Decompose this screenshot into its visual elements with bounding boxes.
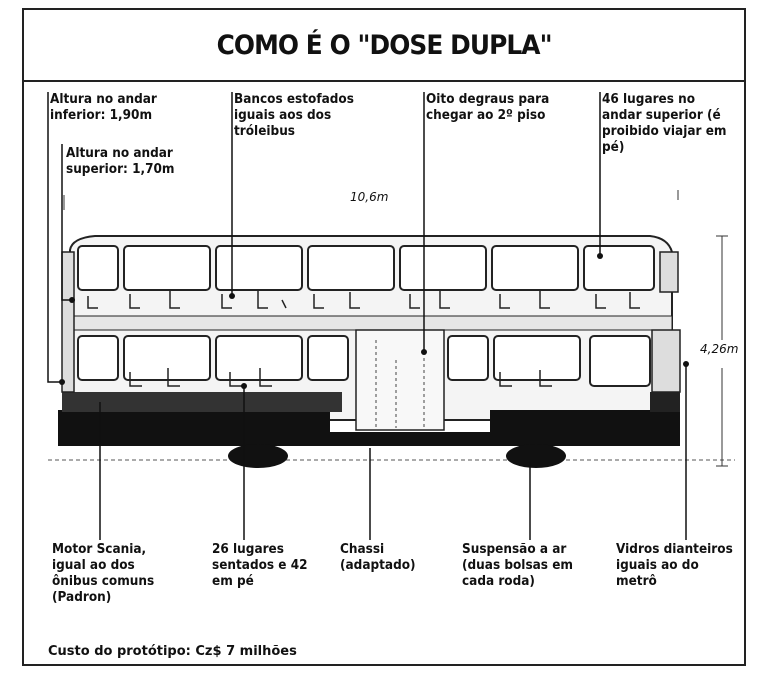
lower-seats xyxy=(129,368,552,387)
wheels xyxy=(228,444,566,468)
label-motor: Motor Scania, igual ao dos ônibus comuns… xyxy=(52,542,155,605)
upper-seats xyxy=(87,290,640,309)
diagram-title: COMO É O "DOSE DUPLA" xyxy=(216,29,552,61)
label-altura-superior: Altura no andar superior: 1,70m xyxy=(66,146,175,177)
label-bancos: Bancos estofados iguais aos dos tróleibu… xyxy=(234,92,354,139)
label-suspensao: Suspensão a ar (duas bolsas em cada roda… xyxy=(462,542,574,589)
entry-door xyxy=(355,329,445,431)
upper-windows xyxy=(77,245,655,291)
diagram-frame: COMO É O "DOSE DUPLA" xyxy=(22,8,746,666)
lower-windows xyxy=(77,335,651,387)
label-chassi: Chassi (adaptado) xyxy=(340,542,416,573)
dimension-lines xyxy=(63,190,728,467)
label-altura-inferior: Altura no andar inferior: 1,90m xyxy=(50,92,157,123)
label-lugares-superior: 46 lugares no andar superior (é proibido… xyxy=(602,92,727,155)
height-dimension: 4,26m xyxy=(700,342,739,356)
label-lugares-inferior: 26 lugares sentados e 42 em pé xyxy=(212,542,308,589)
length-dimension: 10,6m xyxy=(350,190,389,204)
label-degraus: Oito degraus para chegar ao 2º piso xyxy=(426,92,550,123)
leader-lines xyxy=(47,92,687,540)
leader-dots xyxy=(59,253,689,389)
title-bar: COMO É O "DOSE DUPLA" xyxy=(24,10,744,82)
label-vidros: Vidros dianteiros iguais ao do metrô xyxy=(616,542,733,589)
prototype-cost: Custo do protótipo: Cz$ 7 milhões xyxy=(48,644,297,659)
